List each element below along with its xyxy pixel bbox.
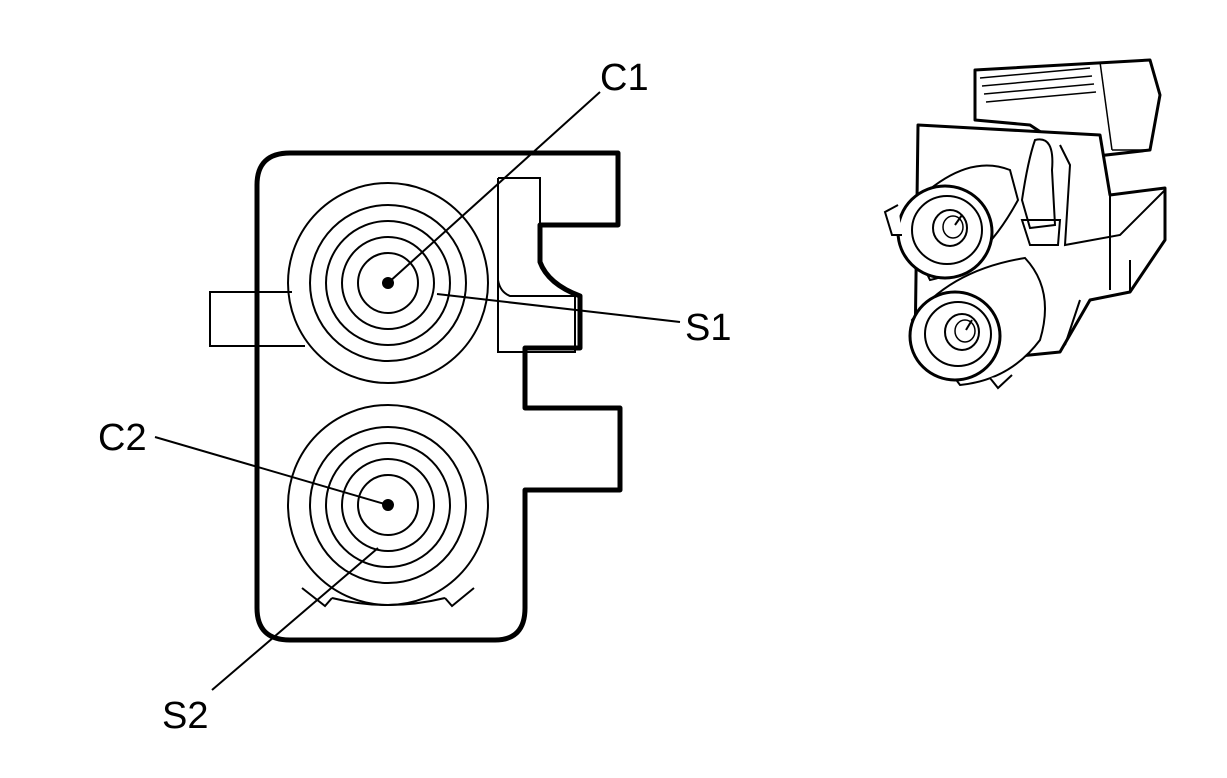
connector-isometric-view [883,58,1167,390]
iso-upper-terminal [883,184,994,280]
leader-lines [154,91,681,691]
lower-terminal [287,404,489,608]
keying-bracket [301,587,475,608]
callout-s2: S2 [162,695,208,737]
callout-c2: C2 [98,417,147,459]
callout-s1: S1 [685,307,731,349]
iso-lower-terminal [908,290,1013,390]
callout-c1: C1 [600,57,649,99]
upper-terminal [287,182,489,384]
connector-face-view: C1 S1 C2 S2 [98,57,731,737]
connector-housing [254,150,623,643]
lock-channel [497,177,576,353]
left-latch-tab [209,291,257,347]
